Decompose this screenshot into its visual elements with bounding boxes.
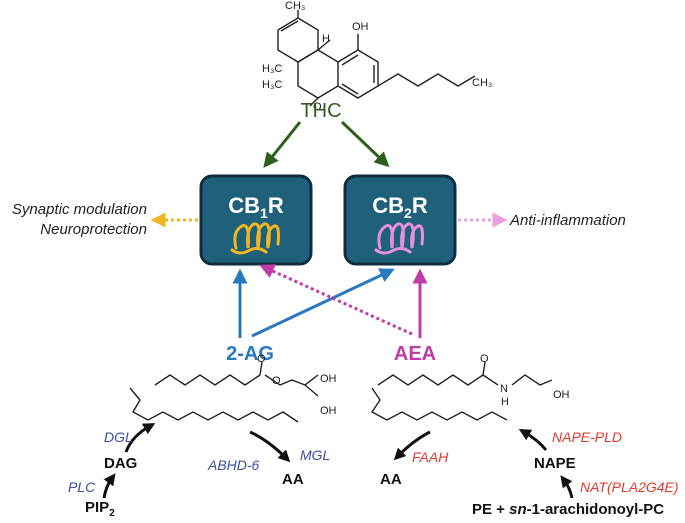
- pe-suffix: -1-arachidonoyl-PC: [527, 501, 665, 518]
- aea-n-label: N: [500, 383, 508, 395]
- aea-oh-label: OH: [553, 389, 570, 401]
- nape-label: NAPE: [534, 455, 576, 472]
- cb1-label-tail: R: [268, 193, 284, 218]
- 2ag-oh1-label: OH: [320, 373, 337, 385]
- cb1-label-base: CB: [228, 193, 260, 218]
- cb2-effect: Anti-inflammation: [509, 212, 626, 229]
- nape-to-aea-arrow: [518, 429, 548, 451]
- aea-h-label: H: [501, 396, 509, 408]
- pe-sn: sn: [509, 501, 527, 518]
- plc-label: PLC: [68, 479, 96, 495]
- thc-structure: [277, 10, 476, 107]
- 2ag-to-aa-arrow: [249, 430, 291, 463]
- aea-o-label: O: [480, 353, 489, 365]
- pip2-to-dag-arrow: [102, 473, 116, 499]
- pe-label: PE + sn-1-arachidonoyl-PC: [472, 501, 664, 518]
- pe-prefix: PE +: [472, 501, 509, 518]
- thc-o-label: O: [313, 101, 322, 113]
- pip2-base: PIP: [85, 499, 109, 516]
- aea-to-cb1-arrow: [259, 264, 413, 336]
- cb2-protein-icon: [374, 222, 424, 255]
- 2ag-o-label: O: [257, 353, 266, 365]
- abhd6-label: ABHD-6: [207, 457, 260, 473]
- aea-structure: [370, 361, 553, 421]
- thc-structure-labels: OH CH₃ H H₃C H₃C O CH₃: [262, 0, 492, 113]
- pip2-sub: 2: [109, 508, 115, 519]
- 2ag-label: 2-AG: [226, 343, 274, 365]
- dgl-label: DGL: [104, 429, 133, 445]
- dag-to-2ag-arrow: [124, 423, 156, 453]
- nape-pld-label: NAPE-PLD: [552, 429, 622, 445]
- aa-aea-label: AA: [380, 471, 402, 488]
- aea-structure-labels: O N H OH: [480, 353, 570, 408]
- 2ag-o2-label: O: [272, 375, 281, 387]
- cb2-label-tail: R: [412, 193, 428, 218]
- thc-oh-label: OH: [352, 21, 369, 33]
- cb1-effect-line1: Synaptic modulation: [12, 201, 147, 218]
- pip2-label: PIP2: [85, 499, 115, 519]
- svg-text:CB1R: CB1R: [228, 193, 284, 221]
- thc-h3c-1-label: H₃C: [262, 63, 282, 75]
- cb2-receptor: CB2R: [343, 174, 457, 266]
- pe-to-nape-arrow: [560, 475, 574, 499]
- faah-label: FAAH: [412, 449, 449, 465]
- cb2-label-sub: 2: [404, 205, 412, 221]
- thc-label: THC: [300, 100, 341, 122]
- 2ag-to-cb2-arrow: [251, 268, 395, 338]
- aea-to-aa-arrow: [393, 430, 431, 461]
- 2ag-structure-labels: O O OH OH: [257, 353, 337, 417]
- thc-h-label: H: [322, 33, 330, 45]
- 2ag-structure: [129, 361, 319, 423]
- thc-ch3-top-label: CH₃: [285, 0, 305, 12]
- cb2-label-base: CB: [372, 193, 404, 218]
- cb1-receptor: CB1R: [199, 174, 313, 266]
- thc-to-cb1-arrow: [263, 121, 302, 168]
- thc-to-cb2-arrow: [340, 120, 390, 168]
- dag-label: DAG: [104, 455, 137, 472]
- nat-label: NAT(PLA2G4E): [580, 479, 679, 495]
- cb1-protein-icon: [230, 222, 280, 255]
- thc-h3c-2-label: H₃C: [262, 79, 282, 91]
- thc-ch3-tail-label: CH₃: [472, 77, 492, 89]
- svg-text:CB2R: CB2R: [372, 193, 428, 221]
- aa-2ag-label: AA: [282, 471, 304, 488]
- cb1-effect-line2: Neuroprotection: [40, 221, 147, 238]
- aea-label: AEA: [394, 343, 436, 365]
- 2ag-oh2-label: OH: [320, 405, 337, 417]
- mgl-label: MGL: [300, 447, 330, 463]
- cb1-label-sub: 1: [260, 205, 268, 221]
